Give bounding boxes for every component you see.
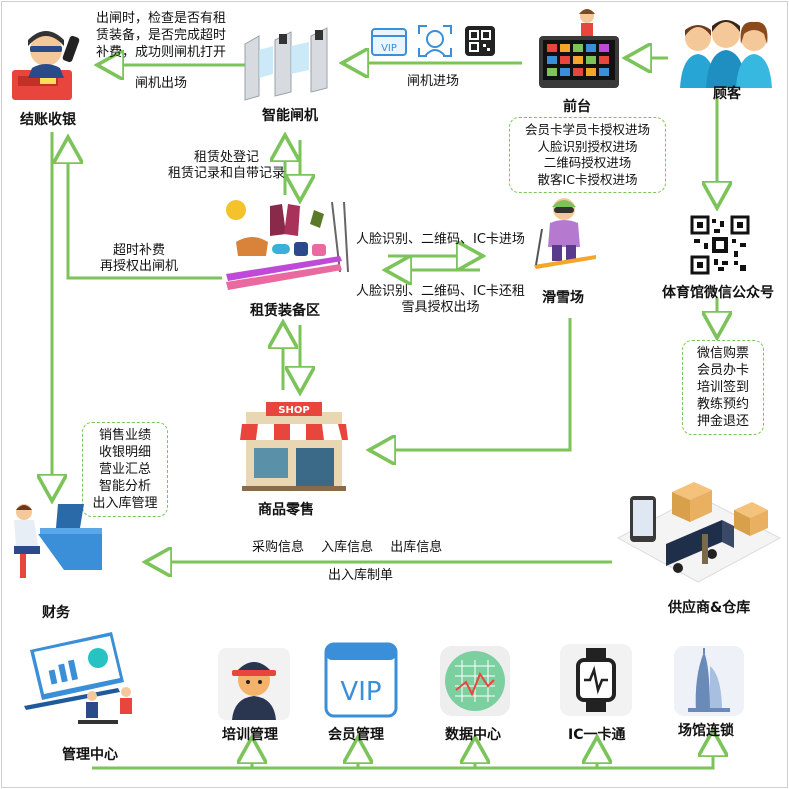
data-chart-icon xyxy=(440,646,510,716)
wechat-services-box: 微信购票 会员办卡 培训签到 教练预约 押金退还 xyxy=(682,340,764,435)
rental-register-label: 租赁处登记 租赁记录和自带记录 xyxy=(168,150,285,182)
overtime-line: 超时补费 xyxy=(113,243,166,258)
front-desk-node-label: 前台 xyxy=(563,99,591,115)
ski-equipment-icon xyxy=(222,198,354,294)
gate-node-label: 智能闸机 xyxy=(262,108,318,124)
front-desk-auth-box: 会员卡学员卡授权进场 人脸识别授权进场 二维码授权进场 散客IC卡授权进场 xyxy=(509,117,666,193)
gate-exit-label: 闸机出场 xyxy=(135,76,188,91)
checkout-note-line: 赁装备，是否完成超时 xyxy=(96,28,227,43)
module-label-ic-card: IC一卡通 xyxy=(568,727,626,743)
finance-report-line: 出入库管理 xyxy=(92,496,158,511)
wechat-service-line: 教练预约 xyxy=(696,397,749,412)
module-label-training: 培训管理 xyxy=(222,727,278,743)
finance-staff-icon xyxy=(8,498,104,582)
overtime-label: 超时补费 再授权出闸机 xyxy=(100,243,178,275)
from-ski-label: 人脸识别、二维码、IC卡还租 雪具授权出场 xyxy=(356,284,525,316)
vip-card-icon: VIP xyxy=(324,642,398,718)
management-center-icon xyxy=(20,630,148,734)
vip-large-text: VIP xyxy=(340,677,381,707)
supply-info-label: 采购信息 入库信息 出库信息 xyxy=(252,540,443,555)
front-desk-auth-line: 散客IC卡授权进场 xyxy=(537,171,638,187)
module-label-venue-chain: 场馆连锁 xyxy=(678,723,734,739)
checkout-note-line: 补费，成功则闸机打开 xyxy=(96,45,227,60)
retail-node-label: 商品零售 xyxy=(258,502,314,518)
wechat-service-line: 会员办卡 xyxy=(696,363,749,378)
front-desk-icon xyxy=(535,4,623,92)
rental-register-line: 租赁记录和自带记录 xyxy=(168,166,286,181)
rental-area-node-label: 租赁装备区 xyxy=(250,303,320,319)
checkout-node-label: 结账收银 xyxy=(20,112,76,128)
finance-report-line: 营业汇总 xyxy=(98,462,151,477)
from-ski-line: 雪具授权出场 xyxy=(401,300,480,315)
trainer-icon xyxy=(218,648,290,720)
finance-report-line: 智能分析 xyxy=(98,479,151,494)
supplier-node-label: 供应商&仓库 xyxy=(668,600,751,616)
face-recognition-icon xyxy=(417,24,453,58)
finance-report-line: 收银明细 xyxy=(98,445,151,460)
customers-icon xyxy=(678,10,774,90)
ski-field-node-label: 滑雪场 xyxy=(542,290,584,306)
finance-report-line: 销售业绩 xyxy=(98,428,151,443)
module-label-management: 管理中心 xyxy=(62,747,118,763)
supply-order-label: 出入库制单 xyxy=(328,568,394,583)
venue-building-icon xyxy=(674,646,744,716)
finance-report-box: 销售业绩 收银明细 营业汇总 智能分析 出入库管理 xyxy=(82,422,168,517)
wechat-node-label: 体育馆微信公众号 xyxy=(662,285,774,301)
shop-sign-text: SHOP xyxy=(278,405,309,416)
qr-code-small-icon xyxy=(465,26,495,56)
vip-text: VIP xyxy=(381,43,397,54)
skier-icon xyxy=(530,195,600,275)
checkout-note-line: 出闸时，检查是否有租 xyxy=(96,11,227,26)
rental-register-line: 租赁处登记 xyxy=(194,150,260,165)
checkout-note: 出闸时，检查是否有租 赁装备，是否完成超时 补费，成功则闸机打开 xyxy=(96,10,226,61)
front-desk-auth-line: 人脸识别授权进场 xyxy=(537,138,638,154)
front-desk-auth-line: 二维码授权进场 xyxy=(543,155,632,170)
wechat-service-line: 微信购票 xyxy=(696,346,749,361)
wechat-qr-code-icon xyxy=(690,215,750,275)
smartwatch-icon xyxy=(560,644,632,716)
gate-enter-label: 闸机进场 xyxy=(407,74,460,89)
finance-node-label: 财务 xyxy=(42,605,70,621)
customers-node-label: 顾客 xyxy=(713,86,741,102)
supplier-warehouse-icon xyxy=(612,478,784,590)
front-desk-auth-line: 会员卡学员卡授权进场 xyxy=(524,122,650,137)
module-label-data: 数据中心 xyxy=(445,727,501,743)
module-label-member: 会员管理 xyxy=(328,727,384,743)
cashier-illustration-icon xyxy=(10,22,88,102)
retail-shop-icon: SHOP xyxy=(238,400,350,492)
vip-card-small-icon: VIP xyxy=(371,28,407,56)
wechat-service-line: 培训签到 xyxy=(696,380,749,395)
to-ski-label: 人脸识别、二维码、IC卡进场 xyxy=(356,232,525,247)
smart-gate-icon xyxy=(235,14,345,102)
overtime-line: 再授权出闸机 xyxy=(100,259,179,274)
from-ski-line: 人脸识别、二维码、IC卡还租 xyxy=(356,284,525,299)
wechat-service-line: 押金退还 xyxy=(696,414,749,429)
